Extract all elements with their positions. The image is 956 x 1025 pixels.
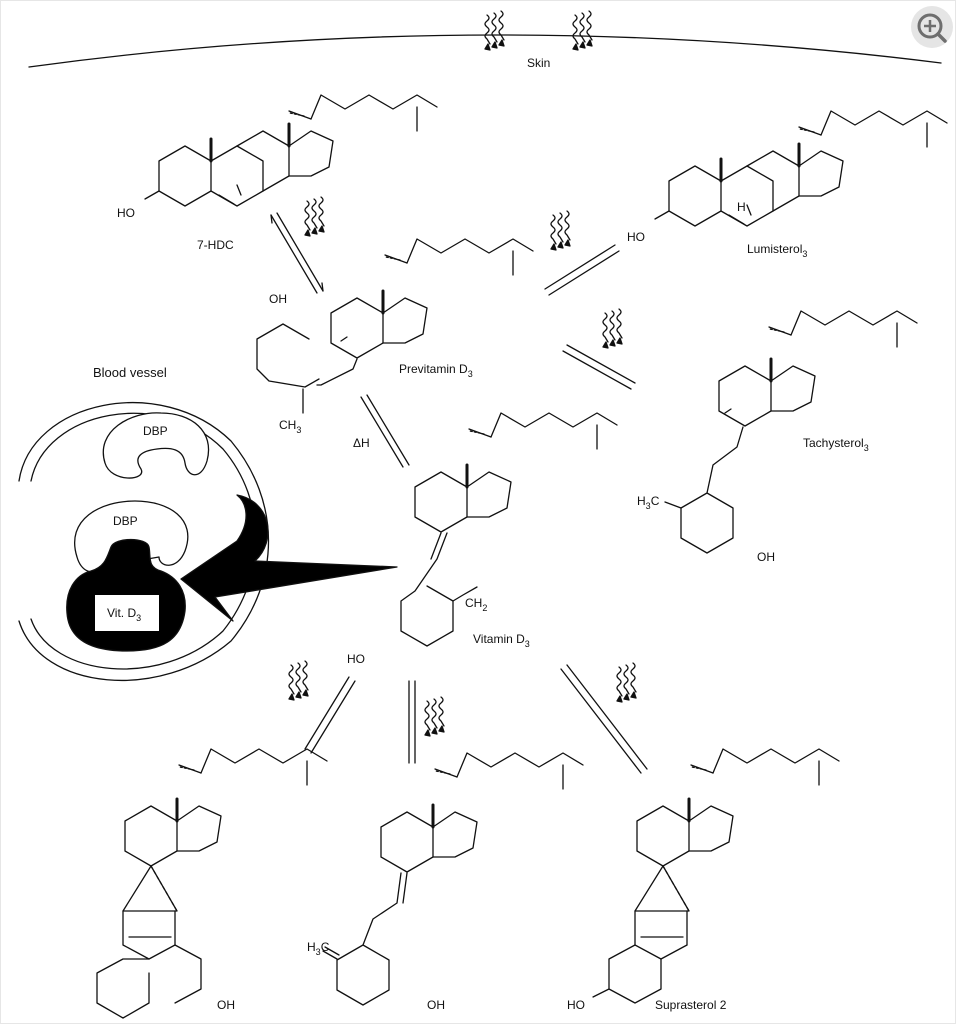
lumisterol3-structure bbox=[654, 110, 948, 228]
7-hdc-structure bbox=[144, 94, 438, 208]
trans-vitamin-h3c-label: H3C bbox=[307, 940, 330, 957]
previtamin-d3-label: Previtamin D3 bbox=[399, 362, 473, 379]
7-hdc-ho-label: HO bbox=[117, 206, 135, 220]
zoom-in-button[interactable] bbox=[911, 6, 953, 48]
uv-wave-arrows-icon bbox=[550, 210, 571, 251]
uv-wave-arrows-icon bbox=[572, 10, 593, 51]
vitamin-d3-label: Vitamin D3 bbox=[473, 632, 530, 649]
equilibrium-arrow bbox=[544, 244, 620, 296]
previtamin-ch3-label: CH3 bbox=[279, 418, 301, 435]
equilibrium-arrow bbox=[408, 680, 416, 764]
vit-d3-box bbox=[95, 595, 159, 631]
trans-vitamin-oh-label: OH bbox=[427, 998, 445, 1012]
previtamin-oh-label: OH bbox=[269, 292, 287, 306]
lumisterol3-ho-label: HO bbox=[627, 230, 645, 244]
skin-boundary bbox=[28, 34, 942, 68]
equilibrium-arrow bbox=[304, 676, 356, 754]
equilibrium-arrow bbox=[562, 344, 636, 390]
vitamin-d3-ch2-label: CH2 bbox=[465, 596, 487, 613]
vit-d3-label: Vit. D3 bbox=[107, 606, 141, 623]
skin-label: Skin bbox=[527, 56, 550, 70]
vitamin-d3-ho-label: HO bbox=[347, 652, 365, 666]
tachysterol3-label: Tachysterol3 bbox=[803, 436, 869, 453]
uv-wave-arrows-icon bbox=[304, 196, 325, 237]
suprasterol-2-structure bbox=[592, 748, 840, 1004]
tachysterol3-h3c-label: H3C bbox=[637, 494, 660, 511]
delta-h-label: ΔH bbox=[353, 436, 370, 450]
5-6-trans-vitamin-d3-structure bbox=[322, 752, 584, 1006]
equilibrium-arrow bbox=[270, 212, 324, 294]
uv-wave-arrows-icon bbox=[616, 662, 637, 703]
blood-vessel-label: Blood vessel bbox=[93, 365, 167, 380]
uv-wave-arrows-icon bbox=[484, 10, 505, 51]
vitamin-d3-structure bbox=[400, 412, 618, 647]
equilibrium-arrow bbox=[560, 664, 648, 774]
previtamin-d3-structure bbox=[256, 238, 534, 414]
suprasterol-1-oh-label: OH bbox=[217, 998, 235, 1012]
transport-arrow bbox=[180, 494, 398, 622]
lumisterol3-label: Lumisterol3 bbox=[747, 242, 807, 259]
zoom-in-icon bbox=[917, 13, 947, 43]
uv-wave-arrows-icon bbox=[424, 696, 445, 737]
dbp-protein-shape bbox=[102, 412, 210, 479]
dbp-top-label: DBP bbox=[143, 424, 168, 438]
lumisterol3-h-label: H bbox=[737, 200, 746, 214]
dbp-bottom-label: DBP bbox=[113, 514, 138, 528]
uv-wave-arrows-icon bbox=[288, 660, 309, 701]
thermal-equilibrium-arrow bbox=[360, 394, 410, 468]
tachysterol3-oh-label: OH bbox=[757, 550, 775, 564]
7-hdc-label: 7-HDC bbox=[197, 238, 234, 252]
tachysterol3-structure bbox=[664, 310, 918, 554]
uv-wave-arrows-icon bbox=[602, 308, 623, 349]
suprasterol-2-label: Suprasterol 2 bbox=[655, 998, 727, 1012]
suprasterol-1-structure bbox=[96, 748, 328, 1019]
suprasterol-2-ho-label: HO bbox=[567, 998, 585, 1012]
